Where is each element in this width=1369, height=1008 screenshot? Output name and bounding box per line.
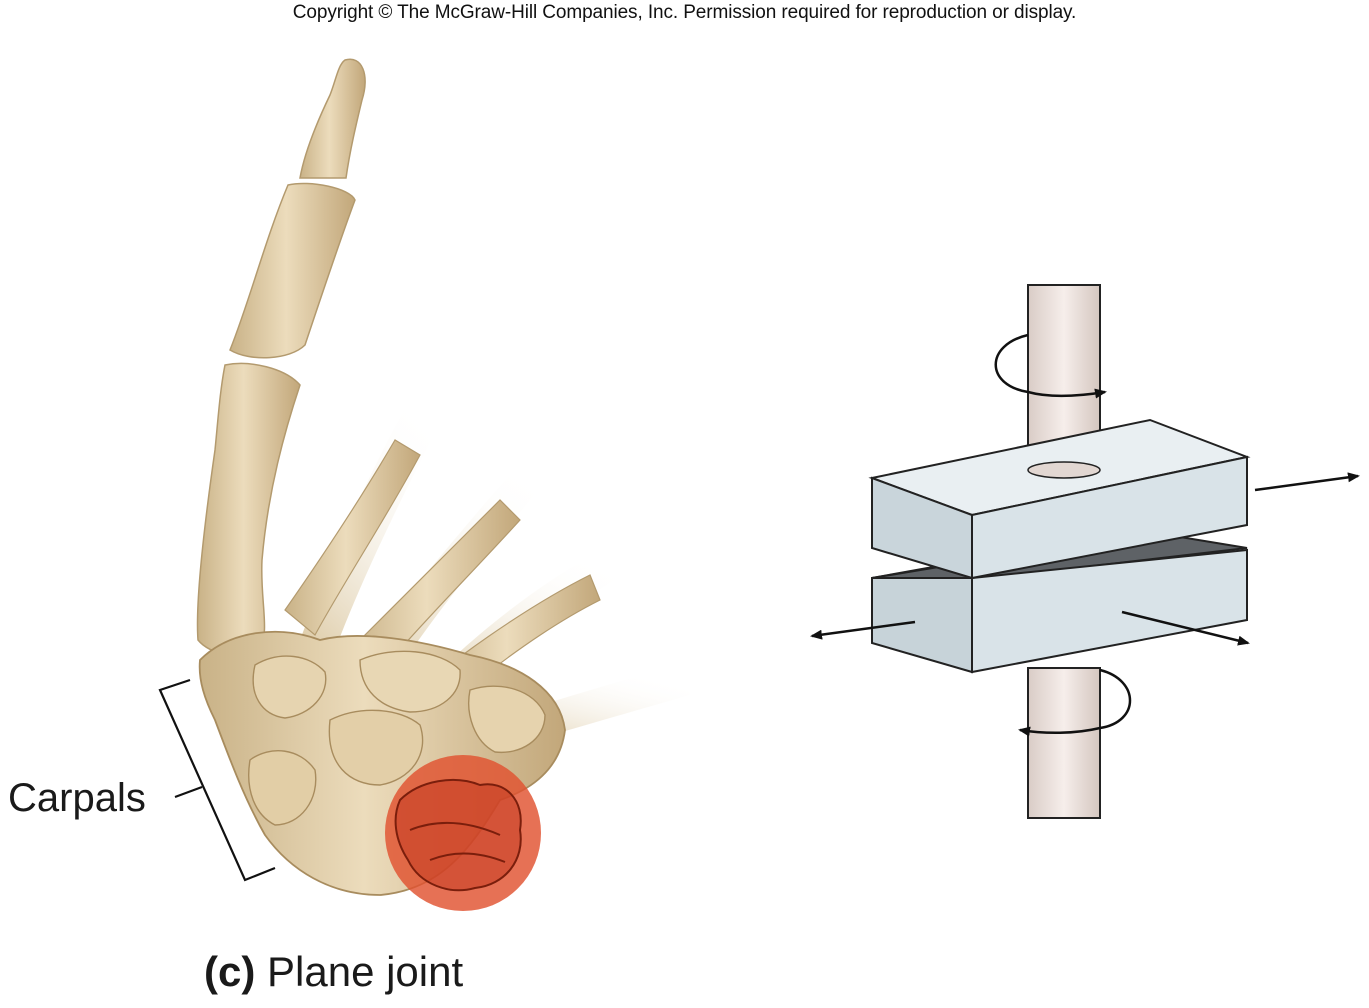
copyright-notice: Copyright © The McGraw-Hill Companies, I… xyxy=(292,2,1077,23)
thumb-metacarpal xyxy=(196,362,301,656)
carpal-detail-5 xyxy=(468,685,546,754)
lower-left-arrow xyxy=(810,620,916,640)
highlighted-carpal-line xyxy=(409,821,506,863)
thumb-distal-phalanx xyxy=(299,58,366,179)
carpals-label: Carpals xyxy=(8,776,146,820)
carpal-detail-3 xyxy=(359,650,461,713)
hand-skeleton-illustration xyxy=(158,58,690,911)
upper-rod-base xyxy=(1027,461,1101,479)
lower-rod xyxy=(1027,667,1101,819)
carpal-detail-4 xyxy=(248,750,317,826)
thumb-proximal-phalanx xyxy=(229,182,356,359)
lower-block-side xyxy=(971,548,1248,674)
metacarpal-middle xyxy=(349,499,521,673)
metacarpal-index xyxy=(284,439,421,636)
carpal-detail-1 xyxy=(252,655,327,719)
plane-joint-model xyxy=(810,284,1360,819)
highlighted-carpal-bones xyxy=(394,779,522,892)
caption-letter: (c) xyxy=(204,948,256,995)
figure-caption: (c) Plane joint xyxy=(204,948,463,996)
upper-rotation-arrow xyxy=(994,333,1107,399)
lower-rotation-arrow xyxy=(1018,668,1132,737)
upper-block-side xyxy=(971,455,1248,580)
carpals-bracket xyxy=(158,678,276,882)
caption-title: Plane joint xyxy=(267,948,464,995)
upper-right-arrow xyxy=(1254,472,1360,492)
lower-right-arrow xyxy=(1121,610,1250,646)
carpal-detail-2 xyxy=(328,709,424,786)
